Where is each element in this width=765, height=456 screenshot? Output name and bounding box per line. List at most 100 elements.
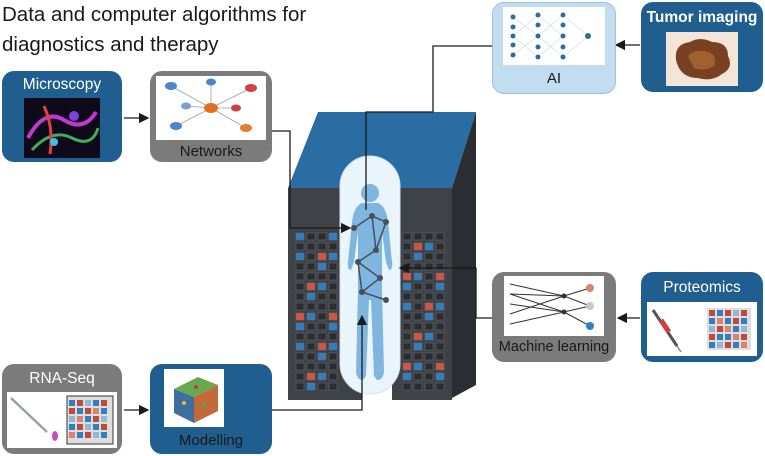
server-led xyxy=(413,342,423,351)
rna-seq-label: RNA-Seq xyxy=(29,370,95,387)
server-led xyxy=(317,322,327,331)
line-body-ai xyxy=(365,45,492,210)
server-led xyxy=(328,302,338,311)
server-led xyxy=(295,352,305,361)
server-led xyxy=(402,272,412,281)
proteomics-box: Proteomics xyxy=(641,272,763,362)
server-led xyxy=(317,362,327,371)
human-body-panel xyxy=(339,155,401,395)
heatmap-thumb-rnaseq xyxy=(66,395,114,445)
server-led xyxy=(295,342,305,351)
server-led xyxy=(306,382,316,391)
server-led xyxy=(402,302,412,311)
server-led xyxy=(295,252,305,261)
server-led xyxy=(424,262,434,271)
server-led xyxy=(295,372,305,381)
server-led xyxy=(328,382,338,391)
server-led xyxy=(402,232,412,241)
microscopy-image xyxy=(24,98,100,158)
server-led xyxy=(413,242,423,251)
server-led xyxy=(306,362,316,371)
microscopy-box: Microscopy xyxy=(2,71,122,162)
server-led xyxy=(402,332,412,341)
server-led xyxy=(328,232,338,241)
microscopy-label: Microscopy xyxy=(22,76,102,93)
server-led xyxy=(317,262,327,271)
server-led xyxy=(317,332,327,341)
server-led xyxy=(413,322,423,331)
tumor-imaging-box: Tumor imaging xyxy=(641,2,763,92)
server-led xyxy=(328,282,338,291)
server-led xyxy=(317,242,327,251)
server-led xyxy=(402,352,412,361)
server-led xyxy=(424,342,434,351)
server-led xyxy=(435,272,445,281)
server-led xyxy=(435,372,445,381)
server-led xyxy=(306,302,316,311)
server-rack xyxy=(288,112,476,400)
server-led xyxy=(306,352,316,361)
server-led xyxy=(413,232,423,241)
server-led xyxy=(435,232,445,241)
server-led xyxy=(295,312,305,321)
server-led xyxy=(435,292,445,301)
server-led xyxy=(317,292,327,301)
server-led xyxy=(328,312,338,321)
tumor-image xyxy=(666,32,738,86)
server-led xyxy=(295,332,305,341)
server-led xyxy=(295,272,305,281)
server-led xyxy=(424,352,434,361)
server-led xyxy=(424,252,434,261)
server-led xyxy=(413,282,423,291)
ai-label: AI xyxy=(546,70,562,87)
server-led xyxy=(306,282,316,291)
server-led xyxy=(435,332,445,341)
server-led xyxy=(402,372,412,381)
server-led xyxy=(306,232,316,241)
server-led xyxy=(306,372,316,381)
server-led-grid-right xyxy=(402,232,445,391)
server-led xyxy=(413,262,423,271)
rna-seq-box: RNA-Seq xyxy=(2,364,122,454)
syringe-icon xyxy=(651,309,682,353)
server-led xyxy=(328,242,338,251)
modelling-label: Modelling xyxy=(178,432,244,449)
server-led xyxy=(402,242,412,251)
networks-box: Networks xyxy=(150,71,272,162)
server-led xyxy=(306,322,316,331)
server-led xyxy=(328,322,338,331)
arrow-modelling-body xyxy=(272,314,368,411)
server-led xyxy=(317,282,327,291)
server-led xyxy=(317,342,327,351)
server-led xyxy=(402,282,412,291)
server-led xyxy=(413,292,423,301)
networks-label: Networks xyxy=(179,143,243,160)
server-led xyxy=(317,352,327,361)
server-led xyxy=(435,362,445,371)
server-led xyxy=(295,242,305,251)
server-led xyxy=(413,382,423,391)
networks-image xyxy=(156,76,266,140)
server-led xyxy=(435,382,445,391)
server-led xyxy=(328,342,338,351)
server-led xyxy=(435,282,445,291)
server-led xyxy=(402,252,412,261)
server-led xyxy=(424,272,434,281)
server-led xyxy=(435,352,445,361)
ai-neural-net-image xyxy=(503,7,605,65)
machine-learning-label: Machine learning xyxy=(498,339,610,355)
pipette-icon xyxy=(10,397,58,441)
server-led xyxy=(295,232,305,241)
arrow-ml-body xyxy=(398,262,492,319)
server-led xyxy=(435,252,445,261)
modelling-box: Modelling xyxy=(150,364,272,454)
modelling-image xyxy=(164,369,224,427)
diagram-title: Data and computer algorithms for diagnos… xyxy=(2,0,306,60)
server-led xyxy=(306,272,316,281)
server-led xyxy=(295,322,305,331)
title-line-1: Data and computer algorithms for xyxy=(2,3,307,26)
server-top-face xyxy=(288,112,476,188)
server-led xyxy=(435,262,445,271)
server-led xyxy=(317,272,327,281)
server-led xyxy=(413,312,423,321)
